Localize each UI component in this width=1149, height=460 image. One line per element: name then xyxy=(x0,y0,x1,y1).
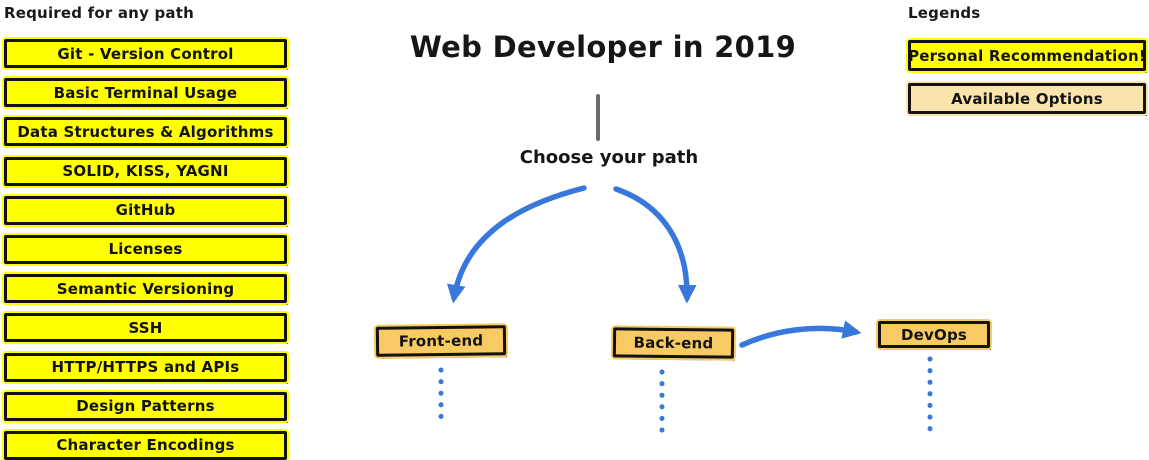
required-topic-box: HTTP/HTTPS and APIs xyxy=(4,352,287,382)
legend-spacer xyxy=(908,71,1146,83)
required-topic-box: Basic Terminal Usage xyxy=(4,78,287,108)
node-backend: Back-end xyxy=(612,327,735,359)
legend-heading: Legends xyxy=(908,4,981,22)
legend-panel: Legends Personal Recommendation! Availab… xyxy=(908,4,1146,114)
choose-path-label: Choose your path xyxy=(519,147,699,168)
required-topic-label: SOLID, KISS, YAGNI xyxy=(62,162,229,181)
required-topic-label: Design Patterns xyxy=(76,397,215,416)
legend-personal-recommendation: Personal Recommendation! xyxy=(908,40,1146,71)
arrow-to-devops xyxy=(739,320,862,348)
required-list: Git - Version Control Basic Terminal Usa… xyxy=(4,39,288,460)
required-topic-box: Semantic Versioning xyxy=(4,274,287,304)
node-devops: DevOps xyxy=(878,321,990,348)
required-topic-box: Git - Version Control xyxy=(4,39,287,68)
required-topic-box: Licenses xyxy=(4,234,287,264)
required-topic-box: GitHub xyxy=(4,195,287,225)
required-topic-label: GitHub xyxy=(115,201,176,220)
required-topic-label: SSH xyxy=(128,318,163,337)
required-panel: Required for any path Git - Version Cont… xyxy=(4,4,288,460)
legend-available-options: Available Options xyxy=(908,83,1146,114)
required-topic-label: Git - Version Control xyxy=(57,44,234,63)
page-title: Web Developer in 2019 xyxy=(409,30,797,64)
arrow-to-frontend xyxy=(446,185,587,304)
required-topic-box: Character Encodings xyxy=(4,430,287,460)
required-topic-label: HTTP/HTTPS and APIs xyxy=(51,358,240,376)
required-topic-label: Basic Terminal Usage xyxy=(53,83,238,102)
required-heading: Required for any path xyxy=(4,4,194,22)
required-topic-box: Data Structures & Algorithms xyxy=(4,117,287,147)
stem-line xyxy=(596,94,600,141)
required-topic-box: SOLID, KISS, YAGNI xyxy=(4,156,287,186)
node-frontend: Front-end xyxy=(375,325,507,357)
required-topic-label: Licenses xyxy=(108,240,183,259)
required-topic-label: Data Structures & Algorithms xyxy=(17,122,274,141)
required-topic-label: Character Encodings xyxy=(56,436,235,455)
required-topic-box: Design Patterns xyxy=(4,391,287,421)
required-topic-label: Semantic Versioning xyxy=(56,279,235,298)
required-topic-box: SSH xyxy=(4,313,287,343)
arrow-to-backend xyxy=(613,186,697,304)
